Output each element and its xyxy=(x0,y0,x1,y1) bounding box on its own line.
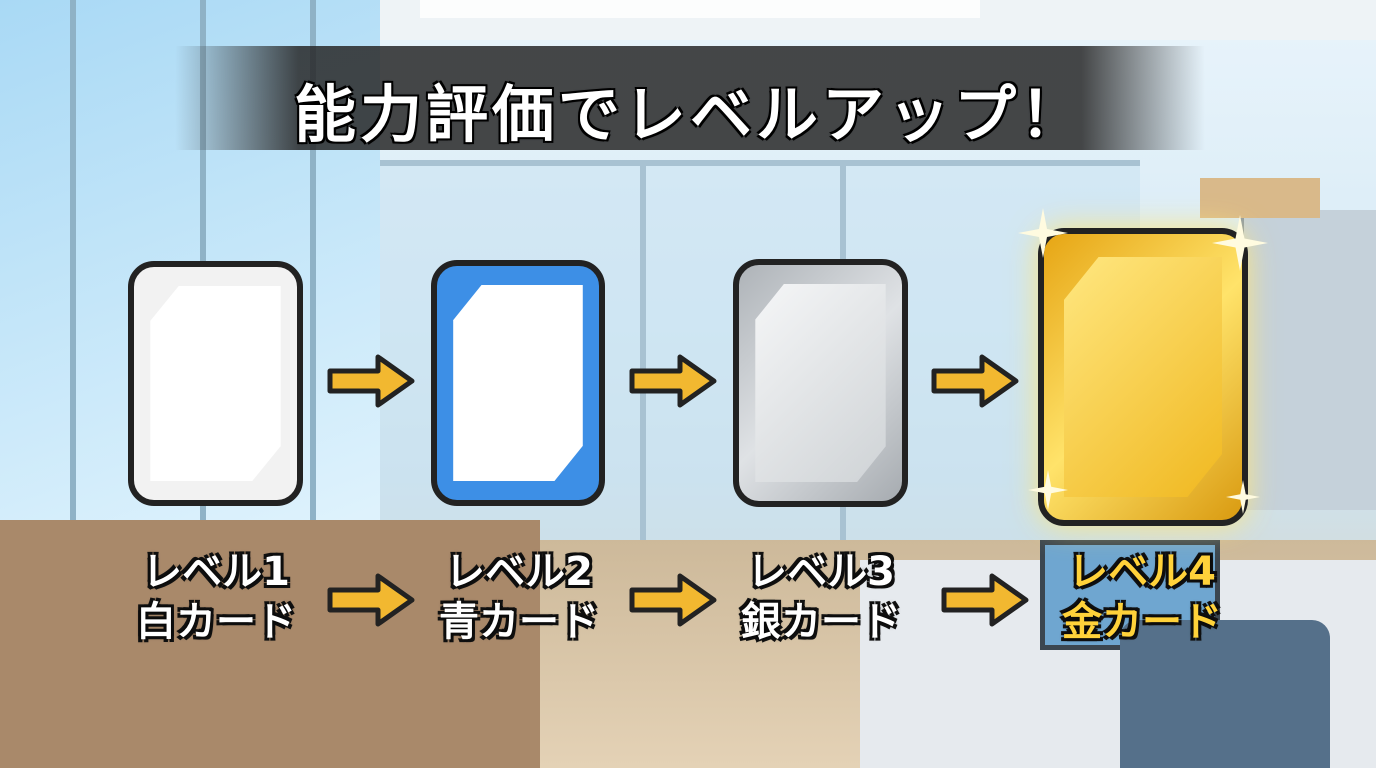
level-4-card xyxy=(1038,228,1248,526)
level-2-card xyxy=(431,260,605,506)
level-4-label: レベル4 金カード xyxy=(1022,547,1262,647)
level-name: レベル1 xyxy=(142,549,290,595)
level-3-label: レベル3 銀カード xyxy=(701,547,941,647)
card-shine xyxy=(1063,256,1223,498)
card-name: 金カード xyxy=(1062,599,1222,645)
level-1-label: レベル1 白カード xyxy=(96,547,336,647)
card-shine xyxy=(755,283,886,483)
card-shine xyxy=(453,284,583,482)
level-2-label: レベル2 青カード xyxy=(399,547,639,647)
right-arrow-icon xyxy=(941,573,1029,627)
sparkle-icon xyxy=(1028,470,1068,510)
desk-left xyxy=(0,520,540,768)
level-3-card xyxy=(733,259,908,507)
level-name: レベル2 xyxy=(445,549,593,595)
ceiling-light xyxy=(420,0,980,18)
partition-frame xyxy=(640,160,646,550)
chair xyxy=(1120,620,1330,768)
sparkle-icon xyxy=(1212,215,1268,271)
title-banner: 能力評価でレベルアップ！ xyxy=(175,46,1205,151)
right-arrow-icon xyxy=(327,354,415,408)
sparkle-icon xyxy=(1226,480,1260,514)
right-arrow-icon xyxy=(327,573,415,627)
level-name: レベル4 xyxy=(1068,549,1216,595)
card-shine xyxy=(150,285,281,482)
window-frame xyxy=(310,0,316,560)
page-title: 能力評価でレベルアップ！ xyxy=(293,78,1086,151)
right-arrow-icon xyxy=(629,573,717,627)
sparkle-icon xyxy=(1018,208,1068,258)
level-name: レベル3 xyxy=(747,549,895,595)
card-name: 白カード xyxy=(136,599,296,645)
right-arrow-icon xyxy=(629,354,717,408)
level-1-card xyxy=(128,261,303,506)
window-frame xyxy=(70,0,76,560)
card-name: 青カード xyxy=(439,599,599,645)
boxes xyxy=(1200,178,1320,218)
card-name: 銀カード xyxy=(741,599,901,645)
right-arrow-icon xyxy=(931,354,1019,408)
